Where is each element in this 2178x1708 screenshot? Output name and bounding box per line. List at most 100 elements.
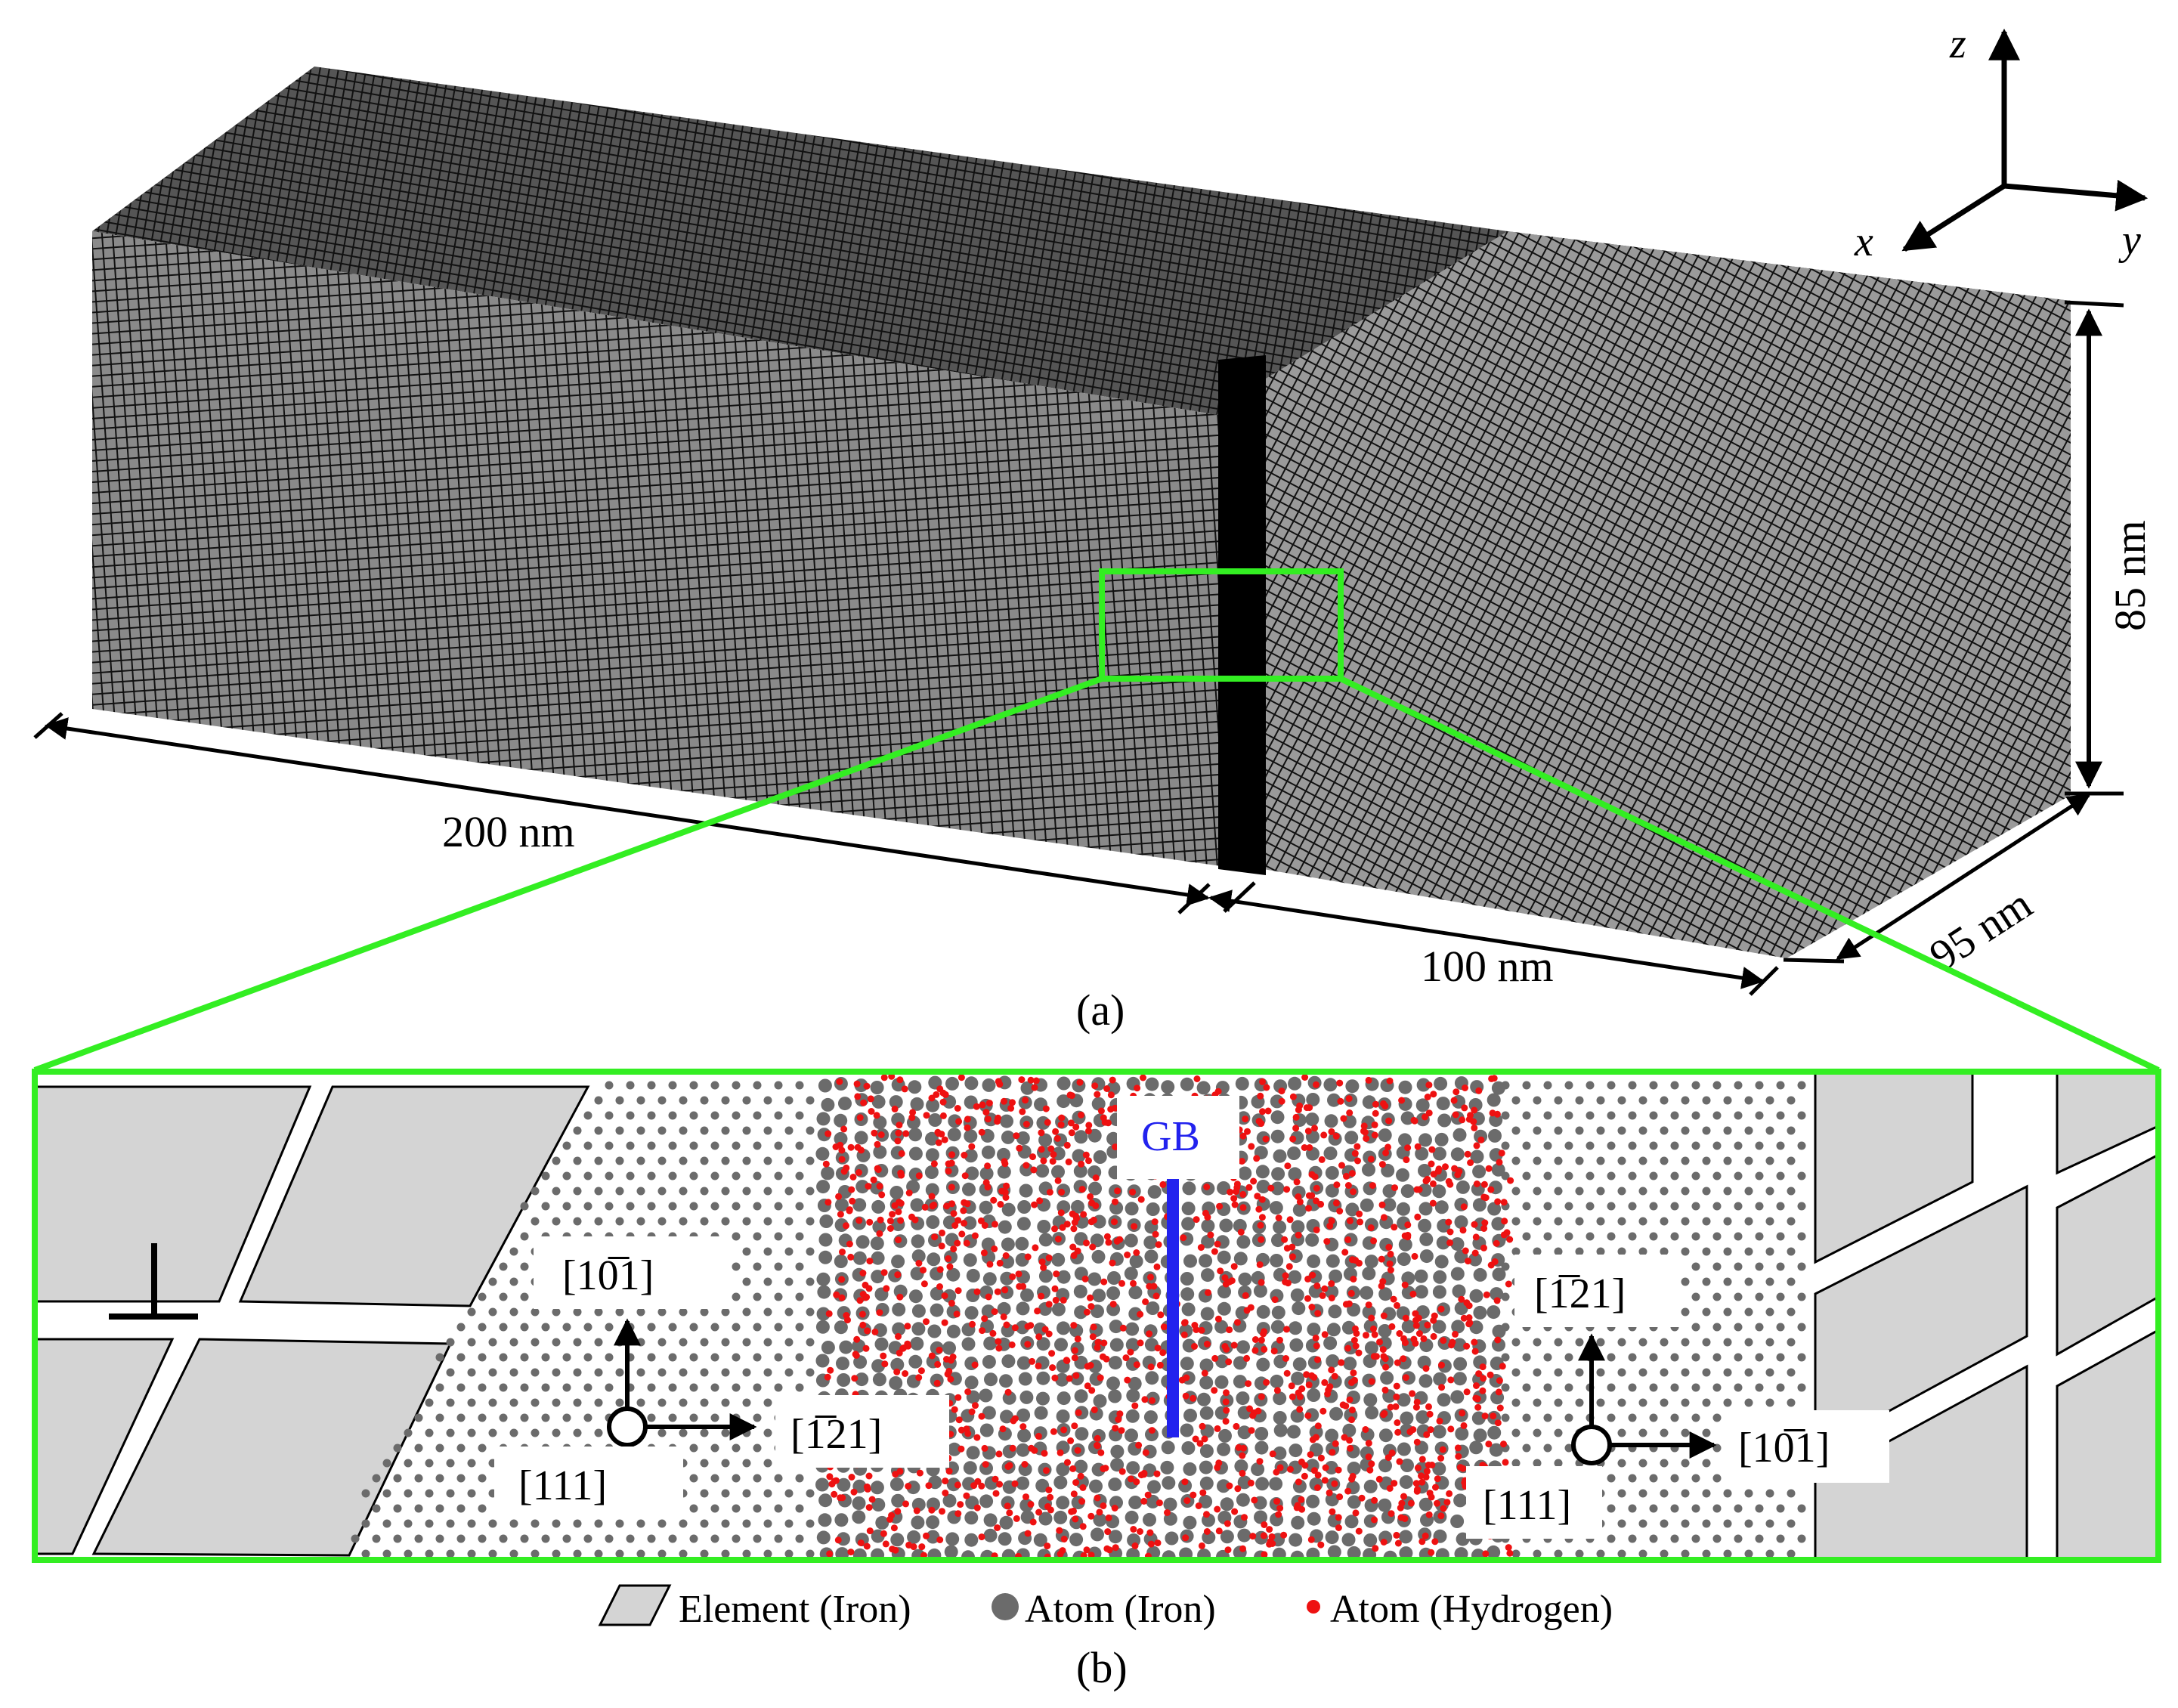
iron-atom [1057,1321,1070,1335]
iron-atom [1607,1202,1616,1211]
hydrogen-atom [1009,1099,1016,1106]
hydrogen-atom [1153,1470,1161,1477]
hydrogen-atom [1313,1184,1320,1192]
iron-atom [834,1198,849,1212]
iron-atom [1237,1425,1251,1440]
hydrogen-atom [1251,1496,1258,1504]
hydrogen-atom [1411,1252,1418,1260]
iron-atom [1378,1428,1393,1443]
hydrogen-atom [1428,1549,1435,1556]
hydrogen-atom [1148,1427,1156,1434]
iron-atom [700,1459,709,1468]
hydrogen-atom [1422,1532,1429,1539]
hydrogen-atom [1273,1498,1281,1505]
hydrogen-atom [1146,1330,1153,1338]
iron-atom [1638,1096,1647,1105]
hydrogen-atom [1247,1479,1255,1487]
hydrogen-atom [1127,1475,1134,1483]
iron-atom [478,1443,487,1453]
hydrogen-atom [1328,1295,1335,1301]
hydrogen-atom [1400,1335,1407,1342]
iron-atom [668,1534,677,1543]
hydrogen-atom [939,1089,947,1097]
hydrogen-atom [1067,1437,1075,1444]
hydrogen-atom [1422,1473,1430,1481]
hydrogen-atom [1035,1432,1042,1440]
iron-atom [784,1217,794,1226]
iron-atom [837,1373,851,1387]
iron-atom [1469,1440,1483,1455]
iron-atom [1691,1111,1700,1120]
hydrogen-atom [852,1351,859,1358]
iron-atom [763,1247,772,1256]
iron-atom [1289,1321,1302,1335]
iron-atom [774,1353,783,1362]
iron-atom [1744,1519,1753,1528]
iron-atom [679,1156,688,1165]
hydrogen-atom [822,1160,830,1168]
iron-atom [1255,1165,1270,1179]
hydrogen-atom [1078,1498,1086,1505]
iron-atom [818,1078,832,1093]
hydrogen-atom [916,1469,923,1477]
iron-atom [1564,1443,1573,1453]
hydrogen-atom [1286,1216,1294,1224]
iron-atom [1146,1202,1160,1216]
hydrogen-atom [1022,1097,1029,1104]
hydrogen-atom [1409,1290,1417,1298]
iron-atom [806,1277,815,1286]
iron-atom [1744,1489,1753,1498]
hydrogen-atom [933,1091,940,1098]
hydrogen-atom [846,1207,853,1214]
iron-atom [1269,1201,1283,1215]
hydrogen-atom [1462,1085,1468,1091]
hydrogen-atom [961,1172,969,1180]
iron-atom [963,1216,977,1230]
iron-atom [636,1096,645,1105]
iron-atom [1234,1459,1248,1474]
hydrogen-atom [985,1293,992,1301]
iron-atom [1397,1393,1411,1407]
iron-atom [1292,1202,1307,1217]
iron-atom [774,1232,783,1241]
iron-atom [1236,1391,1250,1406]
iron-atom [1199,1460,1213,1474]
iron-atom [1712,1202,1722,1211]
hydrogen-atom [1314,1310,1322,1317]
iron-atom [1035,1164,1050,1178]
hydrogen-atom [1381,1355,1389,1363]
iron-atom [456,1353,466,1362]
iron-atom [1199,1358,1214,1372]
hydrogen-atom [1450,1097,1458,1104]
hydrogen-atom [1246,1405,1253,1413]
hydrogen-atom [921,1203,929,1211]
iron-atom [1638,1217,1647,1226]
iron-atom [626,1534,635,1543]
hydrogen-atom [1336,1079,1344,1087]
hydrogen-atom [866,1527,874,1535]
hydrogen-atom [1495,1388,1502,1396]
hydrogen-atom [1002,1252,1010,1259]
iron-atom [1398,1080,1412,1094]
iron-atom [1501,1262,1510,1271]
hydrogen-atom [1317,1541,1325,1549]
iron-atom [1617,1549,1626,1558]
hydrogen-atom [1045,1254,1053,1261]
iron-atom [668,1383,677,1392]
iron-atom [1233,1218,1247,1233]
iron-atom [1670,1171,1679,1180]
iron-atom [520,1262,529,1271]
iron-atom [1776,1323,1785,1332]
iron-atom [689,1323,698,1332]
hydrogen-atom [1428,1462,1436,1468]
iron-atom [1797,1202,1806,1211]
hydrogen-atom [835,1193,843,1200]
iron-atom [784,1096,794,1105]
hydrogen-atom [896,1293,904,1301]
hydrogen-atom [896,1076,904,1084]
iron-atom [414,1443,423,1453]
iron-atom [795,1474,804,1483]
hydrogen-atom [1353,1329,1360,1337]
hydrogen-atom [1438,1361,1445,1369]
iron-atom [1051,1165,1065,1179]
